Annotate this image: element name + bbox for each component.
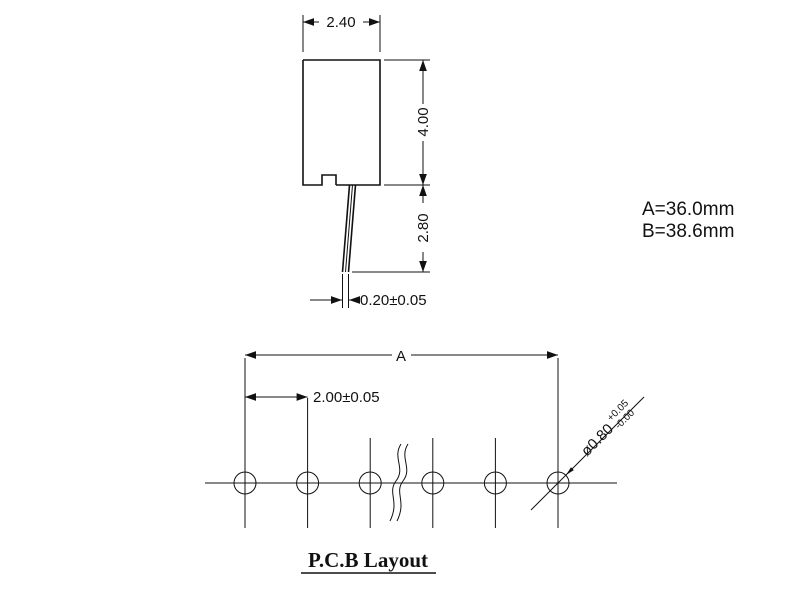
dim-pin-thickness-label: 0.20±0.05	[360, 292, 427, 309]
pin-lead	[341, 184, 357, 273]
dim-width: 2.40	[302, 14, 381, 52]
dim-pin-thickness: 0.20±0.05	[310, 274, 427, 309]
pcb-title-block: P.C.B Layout	[301, 548, 436, 574]
pcb-title: P.C.B Layout	[308, 548, 428, 572]
dim-pitch-label: 2.00±0.05	[313, 389, 380, 406]
hole-diameter-label: ø0.80	[578, 421, 617, 460]
break-line	[389, 443, 409, 522]
dim-height-label: 4.00	[415, 107, 432, 136]
pcb-layout-view: A 2.00±0.05 ø0.80 +0.05 -0.00 P.C.B Layo…	[205, 348, 645, 574]
dim-overall: A	[245, 348, 558, 365]
notes-block: A=36.0mm B=38.6mm	[642, 199, 734, 242]
dim-pin-length-label: 2.80	[415, 213, 432, 242]
leader-line	[530, 396, 645, 511]
dim-pin-length: 2.80	[352, 185, 432, 273]
component-side-view: 2.40 4.00 2.80 0.20±0.05	[302, 14, 432, 309]
component-body-outline	[302, 59, 381, 186]
note-a-label: A=36.0mm	[642, 199, 734, 220]
dim-overall-label: A	[396, 348, 406, 365]
dim-height: 4.00	[384, 59, 432, 186]
dim-width-label: 2.40	[326, 14, 355, 31]
note-b-label: B=38.6mm	[642, 221, 734, 242]
dim-pitch: 2.00±0.05	[245, 389, 380, 406]
hole-callout: ø0.80 +0.05 -0.00	[530, 396, 645, 511]
leader-arrowhead	[566, 467, 574, 475]
pad-centerlines-vertical	[244, 358, 559, 528]
